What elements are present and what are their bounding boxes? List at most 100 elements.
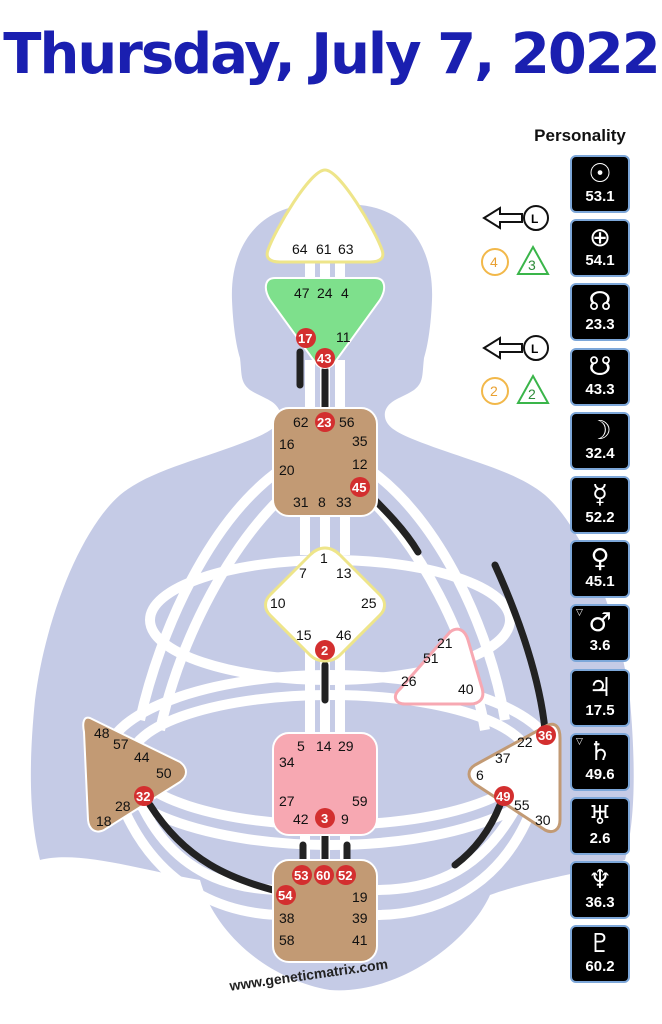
active-gate-marker [292, 865, 312, 885]
gate-label: 38 [279, 910, 295, 926]
gate-label: 8 [318, 494, 326, 510]
planet-box-uranus: ♅2.6 [570, 797, 630, 855]
active-gate-label: 3 [321, 811, 328, 826]
active-gate-marker [494, 786, 514, 806]
active-gate-marker [336, 865, 356, 885]
active-gate-marker [134, 786, 154, 806]
planet-value: 2.6 [589, 830, 611, 847]
left-arrow-icon [482, 206, 523, 230]
planet-value: 53.1 [585, 188, 615, 205]
planet-box-sun: ☉53.1 [570, 155, 630, 213]
planet-box-south-node: ☋43.3 [570, 347, 630, 406]
gate-label: 46 [336, 627, 352, 643]
triangle-number: 2 [528, 386, 536, 402]
planet-value: 23.3 [585, 316, 615, 334]
active-gate-label: 17 [298, 331, 312, 346]
gate-label: 56 [339, 414, 355, 430]
planet-box-north-node: ☊23.3 [570, 283, 630, 342]
gate-label: 19 [352, 889, 368, 905]
south-node-symbol-icon: ☋ [588, 351, 612, 382]
planet-value: 60.2 [585, 958, 615, 976]
gate-label: 42 [293, 811, 309, 827]
gate-label: 35 [352, 433, 368, 449]
circle-number: 2 [490, 383, 498, 399]
gate-label: 50 [156, 765, 172, 781]
planet-value: 43.3 [585, 380, 615, 398]
planet-value: 32.4 [585, 444, 615, 462]
clock-letter: L [531, 212, 538, 226]
planet-value: 36.3 [585, 894, 615, 912]
gate-label: 29 [338, 738, 354, 754]
active-gate-label: 49 [496, 789, 510, 804]
gate-label: 22 [517, 734, 533, 750]
gate-label: 47 [294, 285, 310, 301]
active-gate-label: 53 [294, 868, 308, 883]
planet-box-venus: ♀45.1 [570, 540, 630, 599]
gate-label: 37 [495, 750, 511, 766]
triangle-number-icon [516, 373, 550, 404]
spleen-center [82, 716, 187, 833]
saturn-symbol-icon: ♄ [588, 736, 612, 767]
circle-number-icon [481, 377, 509, 405]
active-gate-marker [315, 808, 335, 828]
active-gate-label: 36 [538, 728, 552, 743]
retrograde-flag-icon: ▽ [576, 736, 583, 747]
gate-label: 7 [299, 565, 307, 581]
active-gate-label: 23 [317, 415, 331, 430]
planet-value: 45.1 [585, 573, 615, 591]
root-center [272, 859, 378, 963]
gate-label: 11 [336, 329, 351, 345]
planet-value: 54.1 [585, 252, 615, 270]
planet-value: 17.5 [585, 701, 615, 719]
active-gate-marker [315, 412, 335, 432]
planet-box-pluto: ♇60.2 [570, 925, 630, 984]
active-gate-label: 32 [136, 789, 150, 804]
planet-value: 49.6 [585, 765, 615, 783]
gate-label: 18 [96, 813, 112, 829]
planet-value: 3.6 [589, 637, 611, 655]
planet-box-mars: ▽ ♂3.6 [570, 604, 630, 663]
heart-center [393, 627, 485, 706]
circle-number: 4 [490, 254, 498, 270]
active-gate-label: 2 [321, 643, 328, 658]
active-gate-marker [296, 328, 316, 348]
arrow-group-1: L 4 3 [481, 205, 550, 276]
active-gate-label: 54 [278, 888, 293, 903]
gate-label: 13 [336, 565, 352, 581]
left-arrow-icon [482, 336, 523, 360]
gate-label: 61 [316, 241, 332, 257]
gate-label: 12 [352, 456, 368, 472]
gate-label: 28 [115, 798, 131, 814]
gate-label: 25 [361, 595, 377, 611]
active-gate-marker [315, 348, 335, 368]
gate-label: 55 [514, 797, 530, 813]
retrograde-flag-icon: ▽ [576, 608, 583, 619]
gate-label: 10 [270, 595, 286, 611]
sun-symbol-icon: ☉ [588, 159, 612, 189]
gate-label: 62 [293, 414, 309, 430]
venus-symbol-icon: ♀ [590, 544, 610, 575]
active-gate-label: 52 [338, 868, 352, 883]
gate-label: 21 [437, 635, 453, 651]
gate-label: 41 [352, 932, 368, 948]
clock-icon [523, 205, 549, 231]
active-gate-marker [315, 640, 335, 660]
jupiter-symbol-icon: ♃ [588, 672, 612, 703]
triangle-number-icon [516, 244, 550, 275]
gate-label: 51 [423, 650, 439, 666]
uranus-symbol-icon: ♅ [588, 801, 612, 831]
gate-label: 14 [316, 738, 332, 754]
gate-label: 15 [296, 627, 312, 643]
gate-label: 33 [336, 494, 352, 510]
gate-label: 4 [341, 285, 349, 301]
planet-box-jupiter: ♃17.5 [570, 668, 630, 727]
gate-label: 59 [352, 793, 368, 809]
mars-symbol-icon: ♂ [588, 608, 612, 639]
earth-symbol-icon: ⊕ [589, 223, 611, 254]
active-gate-marker [536, 725, 556, 745]
clock-icon [523, 335, 549, 361]
gate-label: 30 [535, 812, 551, 828]
arrow-group-2: L 2 2 [481, 335, 550, 405]
neptune-symbol-icon: ♆ [588, 865, 612, 896]
